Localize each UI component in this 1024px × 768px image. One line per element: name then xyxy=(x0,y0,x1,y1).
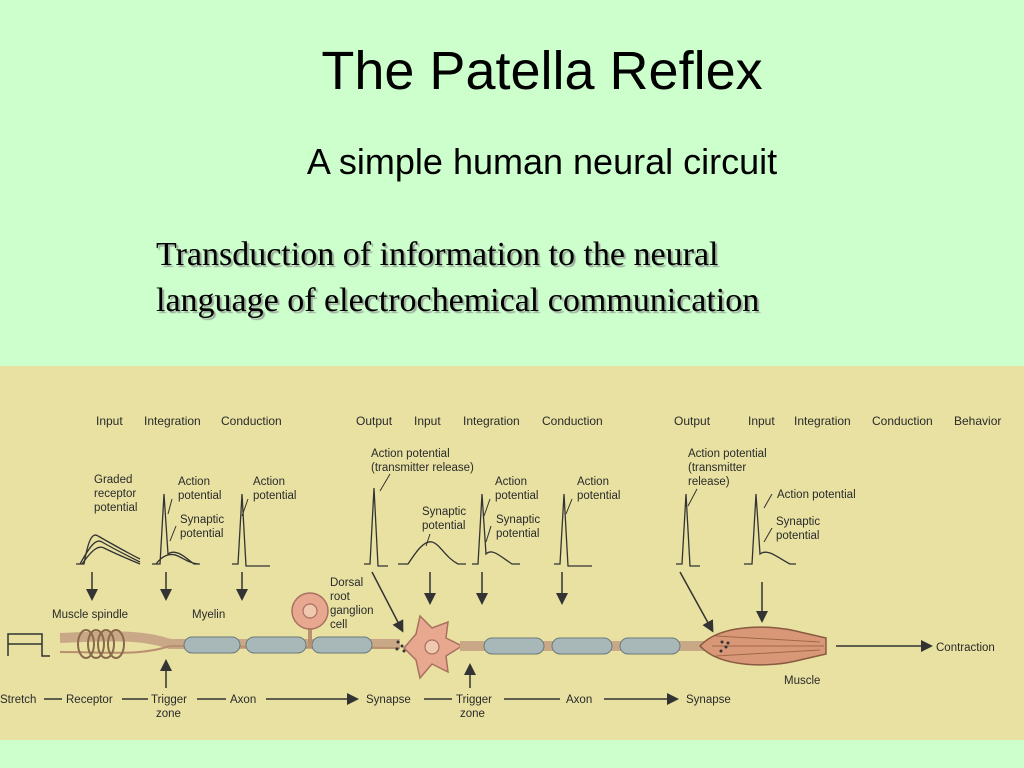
synaptic-potential-1-label-2: potential xyxy=(180,528,223,540)
description-line-2: language of electrochemical communicatio… xyxy=(156,282,760,319)
sensory-axon xyxy=(59,631,401,654)
header-conduction-3: Conduction xyxy=(872,414,933,428)
graded-receptor-label-2: receptor xyxy=(94,488,136,500)
header-behavior: Behavior xyxy=(954,414,1001,428)
action-potential-trace-4 xyxy=(554,493,592,567)
transmitter-trace-2 xyxy=(676,493,700,567)
trigger-zone-1-label-2: zone xyxy=(156,708,181,720)
drg-label-3: ganglion xyxy=(330,605,373,617)
action-potential-2-label-2: potential xyxy=(253,490,296,502)
transmitter-release-2-label-1: Action potential xyxy=(688,448,767,460)
synaptic-potential-2-label-1: Synaptic xyxy=(422,506,466,518)
synaptic-potential-4-label-1: Synaptic xyxy=(776,516,820,528)
transmitter-release-2-label-3: release) xyxy=(688,476,730,488)
muscle-spindle xyxy=(77,629,125,659)
muscle xyxy=(698,626,827,666)
synapse-2-label: Synapse xyxy=(686,694,731,706)
reflex-circuit-svg: Input Integration Conduction Output Inpu… xyxy=(0,414,1001,720)
contraction-label: Contraction xyxy=(936,642,995,654)
axon-2-label: Axon xyxy=(566,694,592,706)
myelin-segments-2 xyxy=(483,637,681,655)
action-potential-trace-2 xyxy=(232,493,270,567)
header-integration-1: Integration xyxy=(144,414,201,428)
action-potential-1-label-2: potential xyxy=(178,490,221,502)
slide-title: The Patella Reflex xyxy=(321,41,763,101)
reflex-circuit-diagram: Input Integration Conduction Output Inpu… xyxy=(0,366,1024,740)
stage-headers: Input Integration Conduction Output Inpu… xyxy=(96,414,1001,428)
transmitter-release-1-label-1: Action potential xyxy=(371,448,450,460)
graded-receptor-label-1: Graded xyxy=(94,474,132,486)
trigger-zone-2-label-2: zone xyxy=(460,708,485,720)
drg-label-2: root xyxy=(330,591,351,603)
drg-label-4: cell xyxy=(330,619,347,631)
action-potential-3-label-1: Action xyxy=(495,476,527,488)
trigger-zone-1-label-1: Trigger xyxy=(151,694,187,706)
down-arrows xyxy=(86,571,768,633)
header-integration-2: Integration xyxy=(463,414,520,428)
synapse-1-label: Synapse xyxy=(366,694,411,706)
action-potential-trace-5 xyxy=(744,493,796,565)
graded-receptor-label-3: potential xyxy=(94,502,137,514)
process-row: Stretch Receptor Trigger zone Axon Synap… xyxy=(0,693,731,720)
stretch-label: Stretch xyxy=(0,694,36,706)
synaptic-potential-3-label-2: potential xyxy=(496,528,539,540)
stretch-symbol xyxy=(7,633,50,657)
myelin-label: Myelin xyxy=(192,609,225,621)
synaptic-potential-2-label-2: potential xyxy=(422,520,465,532)
synaptic-potential-4-label-2: potential xyxy=(776,530,819,542)
action-potential-trace-3 xyxy=(472,493,520,565)
transmitter-trace-1 xyxy=(364,487,388,567)
header-integration-3: Integration xyxy=(794,414,851,428)
header-input-3: Input xyxy=(748,414,775,428)
synaptic-potential-trace-2 xyxy=(398,541,466,565)
muscle-label: Muscle xyxy=(784,675,820,687)
synaptic-potential-1-label-1: Synaptic xyxy=(180,514,224,526)
transmitter-release-2-label-2: (transmitter xyxy=(688,462,746,474)
motor-neuron-soma xyxy=(395,614,464,680)
action-potential-4-label-1: Action xyxy=(577,476,609,488)
header-output-1: Output xyxy=(356,414,393,428)
muscle-spindle-label: Muscle spindle xyxy=(52,609,128,621)
axon-1-label: Axon xyxy=(230,694,256,706)
slide-description: Transduction of information to the neura… xyxy=(156,232,1016,324)
trigger-zone-2-label-1: Trigger xyxy=(456,694,492,706)
header-conduction-1: Conduction xyxy=(221,414,282,428)
dorsal-root-ganglion-cell xyxy=(291,592,329,646)
action-potential-5-label: Action potential xyxy=(777,489,856,501)
transmitter-release-1-label-2: (transmitter release) xyxy=(371,462,474,474)
description-line-1: Transduction of information to the neura… xyxy=(156,236,719,273)
header-conduction-2: Conduction xyxy=(542,414,603,428)
label-leaders xyxy=(167,473,773,547)
header-input-1: Input xyxy=(96,414,123,428)
action-potential-1-label-1: Action xyxy=(178,476,210,488)
slide-subtitle: A simple human neural circuit xyxy=(306,141,778,182)
header-output-2: Output xyxy=(674,414,711,428)
action-potential-3-label-2: potential xyxy=(495,490,538,502)
up-arrows xyxy=(160,659,476,688)
synaptic-potential-3-label-1: Synaptic xyxy=(496,514,540,526)
action-potential-2-label-1: Action xyxy=(253,476,285,488)
anatomy-labels: Muscle spindle Myelin Dorsal root gangli… xyxy=(52,577,995,687)
header-input-2: Input xyxy=(414,414,441,428)
receptor-label: Receptor xyxy=(66,694,113,706)
action-potential-4-label-2: potential xyxy=(577,490,620,502)
drg-label-1: Dorsal xyxy=(330,577,363,589)
waveform-traces xyxy=(76,487,796,567)
potential-labels: Graded receptor potential Action potenti… xyxy=(94,448,856,542)
myelin-segments-1 xyxy=(183,636,373,654)
